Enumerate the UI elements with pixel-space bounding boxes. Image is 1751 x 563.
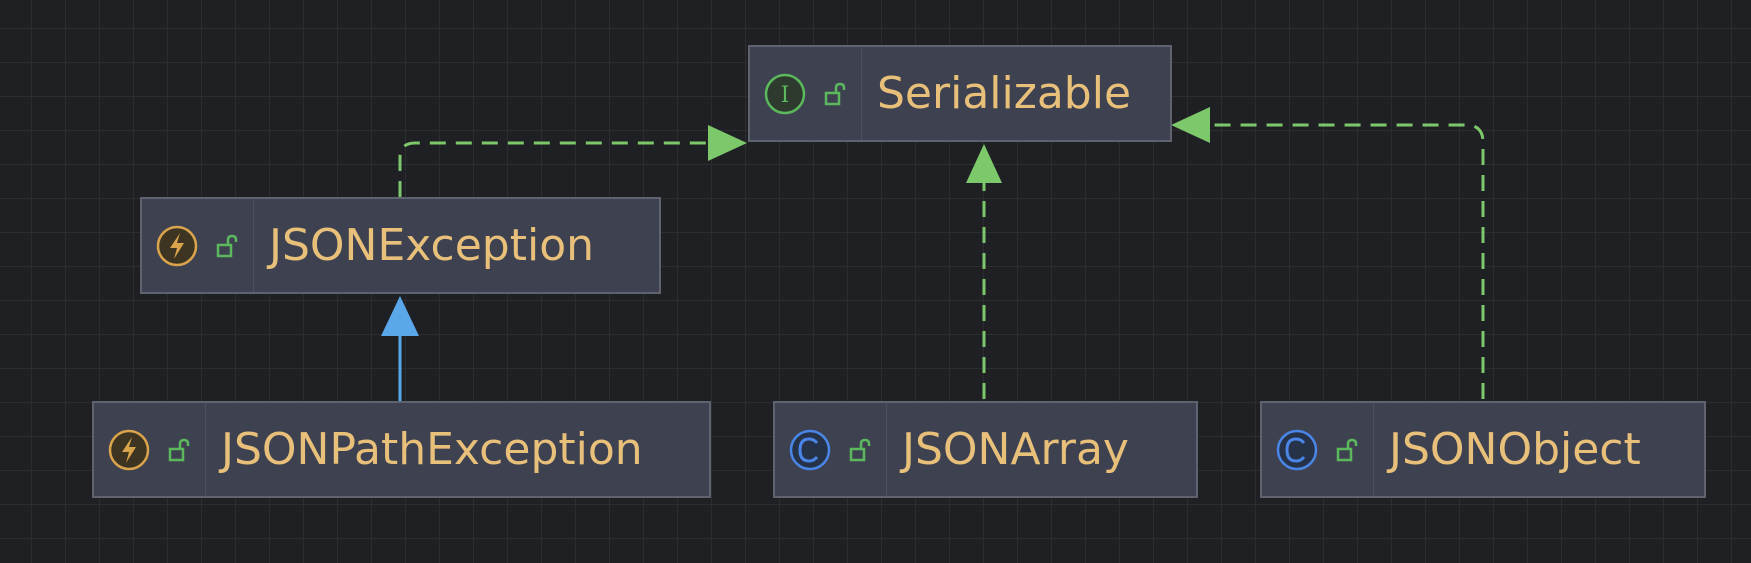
svg-text:I: I [781,83,790,108]
arrowhead-jsonpathexception-jsonexception [381,296,419,336]
node-jsonobject[interactable]: JSONObject [1260,401,1706,498]
arrowhead-jsonarray-serializable [966,144,1002,183]
node-icons [142,199,254,292]
arrowhead-jsonexception-serializable [708,125,747,161]
node-label: Serializable [877,68,1132,119]
class-icon [1276,429,1318,470]
exception-icon [108,429,150,470]
public-lock-icon [216,234,238,257]
node-jsonpathexception[interactable]: JSONPathException [92,401,711,498]
node-icons [1262,403,1374,496]
node-label: JSONPathException [221,424,643,475]
arrowhead-jsonobject-serializable [1171,107,1210,143]
edge-jsonobject-to-serializable [1210,123,1485,399]
edge-jsonexception-to-serializable [398,141,710,197]
node-label: JSONObject [1389,424,1641,475]
node-jsonarray[interactable]: JSONArray [773,401,1198,498]
class-icon [789,429,831,470]
node-jsonexception[interactable]: JSONException [140,197,661,294]
public-lock-icon [1336,438,1358,461]
node-icons: I [750,47,862,140]
public-lock-icon [168,438,190,461]
public-lock-icon [849,438,871,461]
node-icons [94,403,206,496]
node-label: JSONArray [902,424,1129,475]
interface-icon: I [764,73,806,114]
node-serializable[interactable]: I Serializable [748,45,1172,142]
node-label: JSONException [269,220,594,271]
public-lock-icon [824,82,846,105]
exception-icon [156,225,198,266]
node-icons [775,403,887,496]
